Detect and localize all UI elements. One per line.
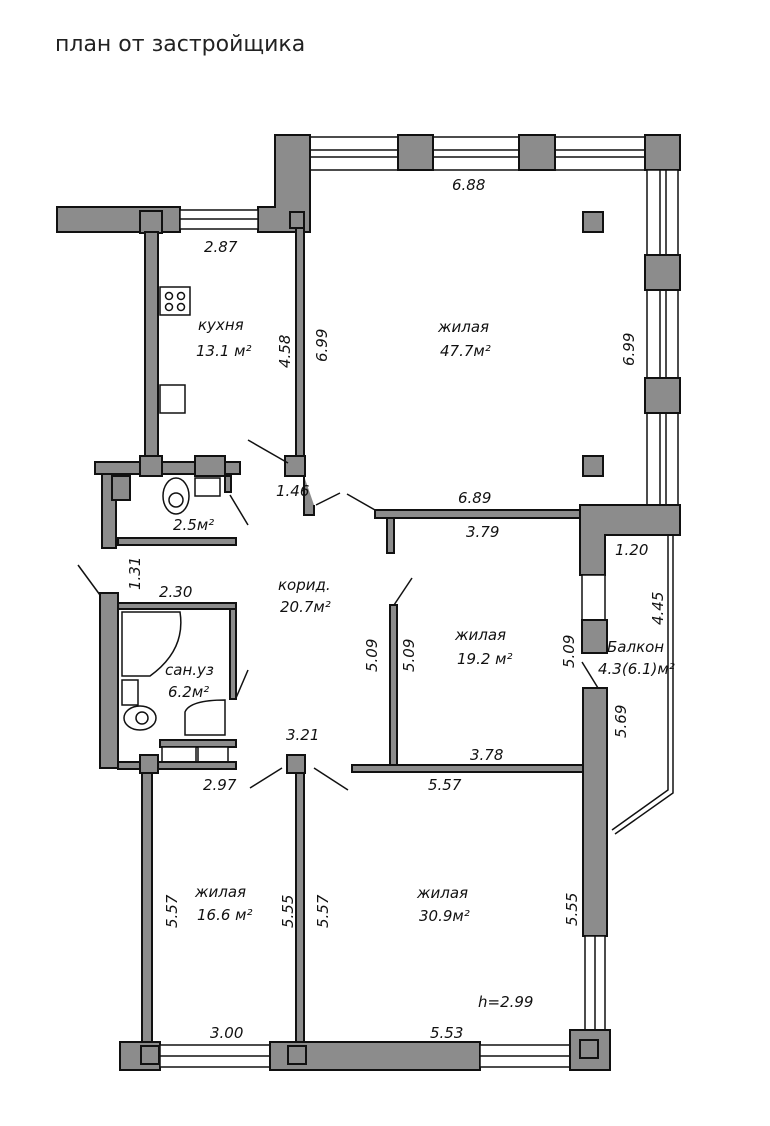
plan-title: план от застройщика: [55, 32, 306, 57]
sink-icon: [159, 384, 186, 414]
dimension: 5.09: [560, 635, 578, 668]
wall-lower-left: [141, 772, 153, 1044]
dimension: 5.09: [400, 639, 418, 672]
room-name: Балкон: [607, 638, 664, 656]
column: [284, 455, 306, 477]
bathtub-icon: [121, 611, 182, 677]
room-name: сан.уз: [165, 661, 214, 679]
dimension: 1.46: [276, 482, 309, 500]
dimension: 2.87: [204, 238, 238, 256]
column: [289, 211, 305, 229]
wall-stub: [303, 476, 315, 516]
wall-lower-horizontal: [351, 764, 584, 773]
dimension: 5.57: [428, 776, 462, 794]
wall-living-bottom: [374, 509, 581, 519]
dimension: 5.09: [363, 639, 381, 672]
pillar: [582, 455, 604, 477]
dimension: 5.53: [430, 1024, 463, 1042]
column: [644, 134, 681, 171]
wall-right-lower: [582, 687, 608, 937]
wall-bath-left: [99, 592, 119, 769]
room-name: жилая: [194, 883, 246, 901]
room-area: 30.9м²: [419, 907, 470, 925]
column: [397, 134, 434, 171]
window-right: [646, 169, 679, 506]
room-area: 20.7м²: [280, 598, 331, 616]
balcony-door: [581, 574, 606, 621]
room-area: 47.7м²: [440, 342, 491, 360]
wall-room-left: [389, 604, 398, 766]
dimension: 5.55: [563, 893, 581, 926]
column: [139, 210, 163, 234]
wall-wc-bottom: [117, 537, 237, 546]
dimension: 3.00: [210, 1024, 243, 1042]
dimension: 5.55: [279, 895, 297, 928]
dimension: 6.88: [452, 176, 485, 194]
room-area: 19.2 м²: [457, 650, 513, 668]
dimension: 2.97: [203, 776, 237, 794]
room-name: жилая: [416, 884, 468, 902]
room-name: жилая: [454, 626, 506, 644]
dimension: 5.57: [314, 894, 332, 928]
room-area: 6.2м²: [168, 683, 209, 701]
dimension: 3.21: [286, 726, 319, 744]
dimension: 3.79: [466, 523, 499, 541]
wall-kitchen-right: [295, 227, 305, 459]
wall-kitchen-left: [144, 231, 159, 473]
dimension: 6.99: [313, 329, 331, 362]
room-area: 16.6 м²: [197, 906, 253, 924]
window-top: [304, 136, 651, 171]
dimension: 5.69: [612, 705, 630, 738]
column: [518, 134, 556, 171]
dimension: 1.20: [615, 541, 648, 559]
wall-corner-top-left: [257, 134, 311, 233]
room-name: корид.: [278, 576, 331, 594]
dimension: 4.45: [649, 592, 667, 625]
dimension: 6.89: [458, 489, 491, 507]
wall-lower-middle: [295, 772, 305, 1044]
dimension: 5.57: [163, 894, 181, 928]
wall-bath-top: [117, 602, 237, 610]
dimension: 6.99: [620, 333, 638, 366]
column: [644, 377, 681, 414]
room-area: 13.1 м²: [196, 342, 252, 360]
dimension: 4.58: [276, 335, 294, 368]
room-area: 4.3(6.1)м²: [598, 660, 675, 678]
pillar: [582, 211, 604, 233]
dimension: 2.30: [159, 583, 192, 601]
shower-icon: [184, 699, 226, 736]
room-name: кухня: [198, 316, 244, 334]
room-area: 2.5м²: [173, 516, 214, 534]
dimension: 1.31: [126, 557, 144, 590]
sink-icon: [194, 477, 221, 497]
room-name: жилая: [437, 318, 489, 336]
stove-icon: [159, 286, 191, 316]
dimension: 3.78: [470, 746, 503, 764]
ceiling-height: h=2.99: [478, 993, 533, 1011]
column: [644, 254, 681, 291]
wall-corner-right: [579, 504, 681, 576]
